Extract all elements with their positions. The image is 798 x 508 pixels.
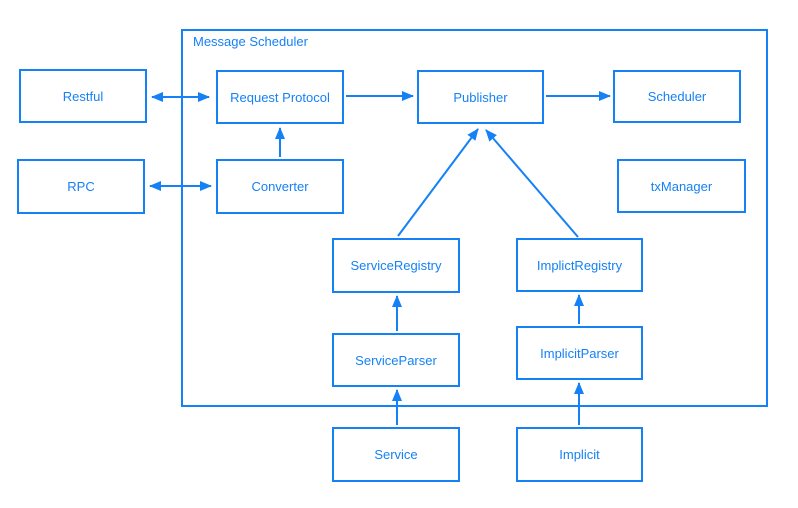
node-implicit-parser: ImplicitParser [516, 326, 643, 380]
node-rpc: RPC [17, 159, 145, 214]
node-restful: Restful [19, 69, 147, 123]
node-publisher: Publisher [417, 70, 544, 124]
node-service-parser: ServiceParser [332, 333, 460, 387]
node-implicit: Implicit [516, 427, 643, 482]
message-scheduler-container: Message Scheduler [181, 29, 768, 407]
node-service-registry: ServiceRegistry [332, 238, 460, 293]
node-txmanager: txManager [617, 159, 746, 213]
node-scheduler: Scheduler [613, 70, 741, 123]
node-service: Service [332, 427, 460, 482]
node-converter: Converter [216, 159, 344, 214]
node-request-protocol: Request Protocol [216, 70, 344, 124]
container-title: Message Scheduler [193, 34, 308, 49]
node-implict-registry: ImplictRegistry [516, 238, 643, 292]
